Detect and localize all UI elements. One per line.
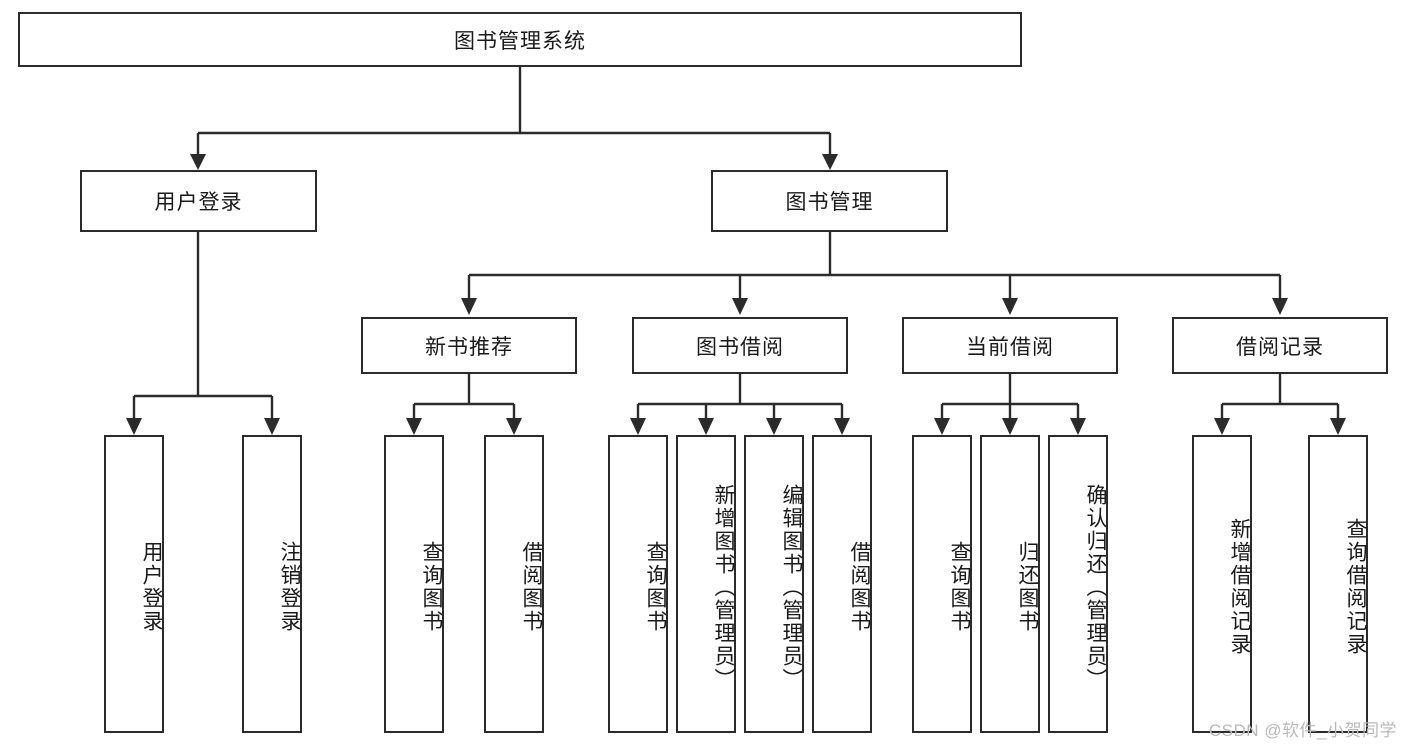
node-label: 确认归还（管理员） xyxy=(1084,483,1107,691)
node-label: 新书推荐 xyxy=(425,335,513,359)
leaf-return-books[interactable]: 归还图书 xyxy=(980,435,1040,733)
node-label: 注销登录 xyxy=(278,541,301,633)
leaf-add-borrow-record[interactable]: 新增借阅记录 xyxy=(1192,435,1252,733)
watermark: CSDN @软件_小贺同学 xyxy=(1208,721,1397,740)
leaf-query-books-current[interactable]: 查询图书 xyxy=(912,435,972,733)
node-label: 新增图书（管理员） xyxy=(712,483,735,691)
leaf-borrow-books-new[interactable]: 借阅图书 xyxy=(484,435,544,733)
leaf-logout[interactable]: 注销登录 xyxy=(242,435,302,733)
node-label: 当前借阅 xyxy=(966,335,1054,359)
node-root-book-management-system[interactable]: 图书管理系统 xyxy=(18,12,1022,67)
node-label: 借阅记录 xyxy=(1236,335,1324,359)
node-user-login[interactable]: 用户登录 xyxy=(80,170,317,232)
node-label: 图书借阅 xyxy=(696,335,784,359)
node-label: 查询图书 xyxy=(420,541,443,633)
node-label: 新增借阅记录 xyxy=(1228,518,1251,656)
leaf-query-books-borrow[interactable]: 查询图书 xyxy=(608,435,668,733)
node-label: 用户登录 xyxy=(154,191,243,214)
node-label: 编辑图书（管理员） xyxy=(780,483,803,691)
node-label: 归还图书 xyxy=(1016,541,1039,633)
node-new-book-recommendation[interactable]: 新书推荐 xyxy=(361,317,577,374)
node-label: 查询图书 xyxy=(948,541,971,633)
node-label: 图书管理 xyxy=(785,191,874,214)
leaf-confirm-return-admin[interactable]: 确认归还（管理员） xyxy=(1048,435,1108,733)
leaf-edit-book-admin[interactable]: 编辑图书（管理员） xyxy=(744,435,804,733)
leaf-query-borrow-record[interactable]: 查询借阅记录 xyxy=(1308,435,1368,733)
node-label: 借阅图书 xyxy=(848,541,871,633)
leaf-borrow-books[interactable]: 借阅图书 xyxy=(812,435,872,733)
node-book-management[interactable]: 图书管理 xyxy=(711,170,948,232)
node-label: 借阅图书 xyxy=(520,541,543,633)
node-label: 图书管理系统 xyxy=(454,29,586,53)
leaf-query-books-new[interactable]: 查询图书 xyxy=(384,435,444,733)
node-label: 用户登录 xyxy=(140,541,163,633)
node-book-borrowing[interactable]: 图书借阅 xyxy=(632,317,848,374)
node-label: 查询图书 xyxy=(644,541,667,633)
node-current-borrowing[interactable]: 当前借阅 xyxy=(902,317,1118,374)
leaf-user-login[interactable]: 用户登录 xyxy=(104,435,164,733)
leaf-add-book-admin[interactable]: 新增图书（管理员） xyxy=(676,435,736,733)
node-borrow-records[interactable]: 借阅记录 xyxy=(1172,317,1388,374)
node-label: 查询借阅记录 xyxy=(1344,518,1367,656)
